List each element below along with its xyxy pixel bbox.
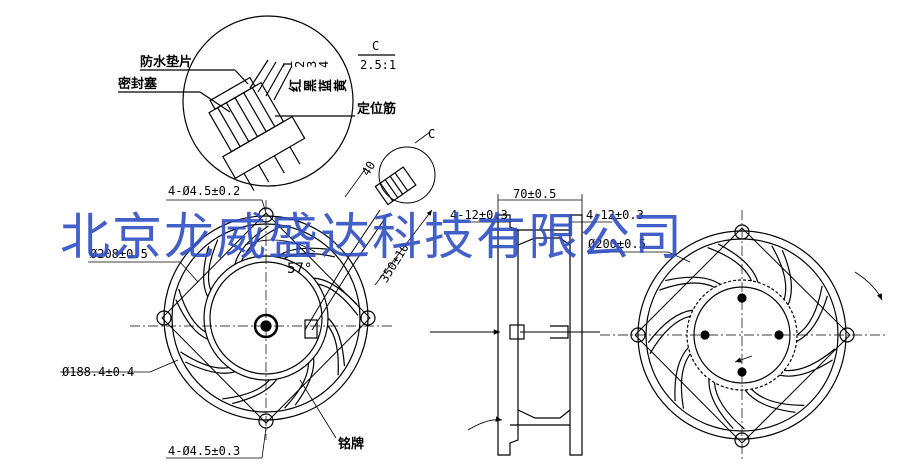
blade bbox=[232, 378, 278, 405]
detail-c-view bbox=[118, 15, 395, 191]
outer-dia-dim: Ø208±0.5 bbox=[90, 247, 148, 261]
blade-edge bbox=[178, 288, 206, 333]
blade-edge bbox=[717, 243, 759, 283]
svg-text:蓝: 蓝 bbox=[318, 79, 334, 92]
blade bbox=[327, 317, 346, 367]
rear-dia-dim: Ø200±0.5 bbox=[588, 237, 646, 251]
rib-label: 定位筋 bbox=[356, 101, 396, 117]
blade bbox=[294, 357, 315, 406]
detail-wire-labels: 红 黑 蓝 黄 bbox=[288, 79, 349, 92]
blade-edge bbox=[241, 226, 280, 262]
detail-circle bbox=[182, 15, 354, 187]
detail-letter: C bbox=[372, 39, 379, 53]
blade bbox=[184, 361, 236, 374]
blade bbox=[707, 246, 753, 282]
section-mark: C bbox=[428, 127, 435, 141]
blade-edge bbox=[779, 359, 833, 377]
front-blades bbox=[175, 225, 359, 409]
blade-edge bbox=[207, 239, 219, 291]
blade-edge bbox=[317, 283, 359, 316]
blade bbox=[202, 245, 210, 298]
detail-connector bbox=[208, 76, 306, 191]
svg-text:红: 红 bbox=[288, 79, 304, 92]
rear-blades bbox=[647, 243, 836, 430]
side-view bbox=[430, 194, 612, 456]
blade-edge bbox=[283, 252, 335, 260]
blade-edge bbox=[647, 309, 694, 343]
blade-edge bbox=[744, 389, 796, 413]
svg-text:2: 2 bbox=[293, 61, 307, 68]
svg-text:黑: 黑 bbox=[304, 79, 319, 92]
svg-text:4: 4 bbox=[317, 61, 331, 68]
nameplate-label: 铭牌 bbox=[338, 436, 364, 452]
blade bbox=[313, 277, 358, 305]
hole-top-dim: 4-Ø4.5±0.2 bbox=[168, 184, 240, 198]
blade bbox=[751, 388, 805, 406]
front-view bbox=[60, 131, 436, 459]
blade bbox=[796, 285, 823, 336]
depth-dim: 70±0.5 bbox=[513, 187, 556, 201]
hole-bottom-dim: 4-Ø4.5±0.3 bbox=[168, 444, 240, 458]
blade bbox=[276, 247, 328, 258]
detail-scale: 2.5:1 bbox=[360, 58, 396, 72]
seal-label: 密封塞 bbox=[117, 76, 158, 92]
gasket-label: 防水垫片 bbox=[140, 54, 192, 70]
blade-edge bbox=[674, 347, 689, 402]
rear-view bbox=[588, 210, 885, 460]
blade-edge bbox=[665, 276, 721, 285]
thread-right-dim: 4-12±0.3 bbox=[586, 208, 644, 222]
blade bbox=[713, 382, 745, 430]
inner-dia-dim: Ø188.4±0.4 bbox=[62, 365, 134, 379]
blade-edge bbox=[180, 351, 229, 369]
blade bbox=[771, 245, 787, 300]
blade bbox=[680, 353, 691, 409]
blade-edge bbox=[708, 378, 734, 429]
blade bbox=[649, 315, 691, 355]
svg-text:3: 3 bbox=[305, 61, 319, 68]
blade-edge bbox=[327, 325, 339, 376]
blade bbox=[784, 348, 836, 372]
svg-text:1: 1 bbox=[281, 61, 295, 68]
detail-pin-labels: 1 2 3 4 bbox=[281, 61, 331, 68]
angle-dim: 57° bbox=[287, 261, 312, 277]
wire-strip-dim: 40 bbox=[359, 159, 379, 179]
blade-edge bbox=[222, 379, 270, 400]
blade-edge bbox=[796, 295, 829, 343]
blade bbox=[659, 282, 715, 291]
svg-text:黄: 黄 bbox=[333, 79, 349, 92]
blade-edge bbox=[781, 249, 792, 306]
blade bbox=[234, 225, 269, 265]
thread-left-dim: 4-12±0.3 bbox=[450, 208, 508, 222]
company-watermark: 北京龙威盛达科技有限公司 bbox=[60, 208, 684, 266]
